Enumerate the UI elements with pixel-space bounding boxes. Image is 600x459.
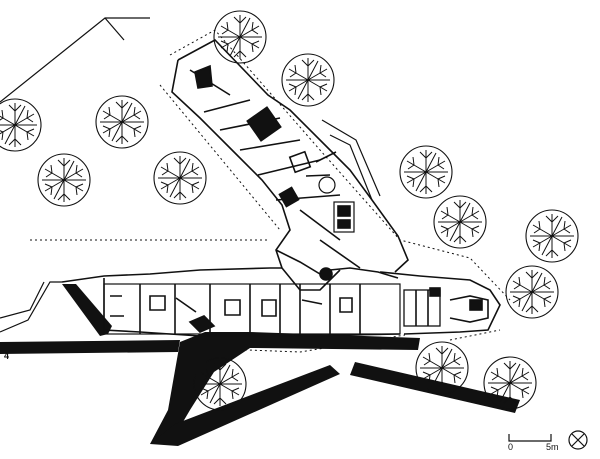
figure-number: 4 bbox=[4, 351, 10, 361]
tree-icon bbox=[415, 341, 469, 395]
tree-icon bbox=[525, 209, 579, 263]
east-wing bbox=[379, 271, 501, 335]
tree-icon bbox=[0, 98, 42, 152]
tree-icon bbox=[483, 356, 537, 410]
scale-end-label: 5m bbox=[546, 442, 559, 452]
north-arrow-icon bbox=[568, 430, 588, 450]
tree-icon bbox=[193, 357, 247, 411]
scale-bar bbox=[508, 434, 552, 442]
upper-wing bbox=[171, 39, 409, 273]
tree-icon bbox=[433, 195, 487, 249]
tree-icon bbox=[37, 153, 91, 207]
tree-icon bbox=[281, 53, 335, 107]
tree-icon bbox=[95, 95, 149, 149]
lower-wing bbox=[61, 267, 401, 337]
central-hub bbox=[275, 249, 399, 291]
tree-icon bbox=[153, 151, 207, 205]
site-boundary bbox=[0, 17, 381, 333]
tree-icon bbox=[399, 145, 453, 199]
tree-icon bbox=[505, 265, 559, 319]
dark-pathways bbox=[0, 284, 520, 446]
tree-icon bbox=[213, 10, 267, 64]
scale-start-label: 0 bbox=[508, 442, 514, 452]
